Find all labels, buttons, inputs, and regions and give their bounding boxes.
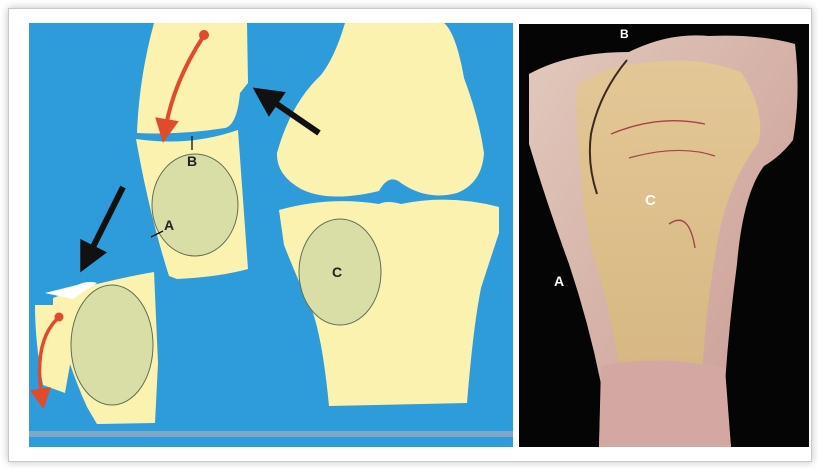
photo-label-a: A [554,273,564,289]
schematic-diagram: B A C [29,23,513,447]
photo-label-b: B [620,27,629,41]
shaft-tissue [599,360,731,447]
label-a: A [164,217,174,233]
label-c: C [332,264,342,280]
bottom-strip [29,431,513,437]
growth-arrow-upper-origin [199,30,209,40]
growth-arrow-lower-origin [55,313,64,322]
label-b: B [187,153,197,169]
upper-epiphysis-piece [137,23,248,133]
lower-left-ossification-center [71,285,153,405]
specimen-photograph: B C A [519,24,809,447]
photo-label-c: C [645,192,656,209]
middle-ossification-center [152,154,238,256]
